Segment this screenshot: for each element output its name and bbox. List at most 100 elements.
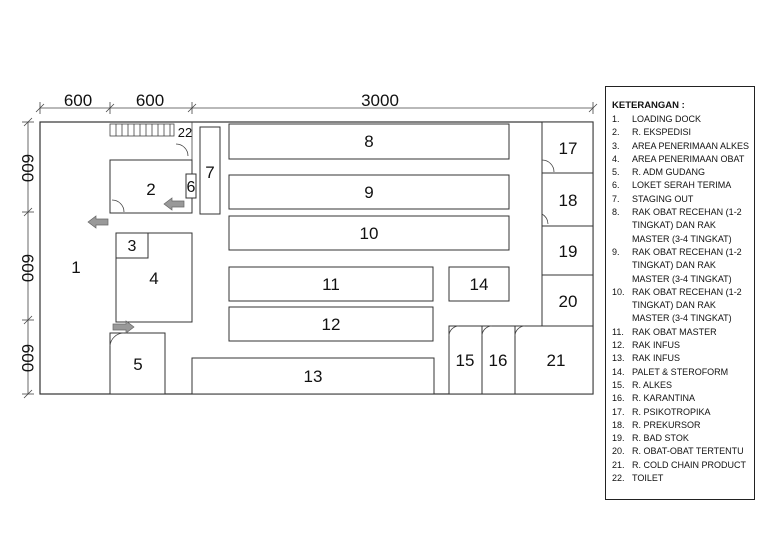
legend-item-text: RAK INFUS: [632, 340, 681, 351]
legend-item-number: 16.: [612, 393, 625, 404]
legend-item-text: PALET & STEROFORM: [632, 366, 729, 377]
legend-item-text: RAK INFUS: [632, 353, 681, 364]
room-2-label: 2: [146, 180, 155, 199]
legend-item-number: 10.: [612, 286, 625, 297]
room-12: [228, 306, 434, 342]
legend-item-number: 5.: [612, 167, 620, 178]
room-18: [541, 172, 594, 227]
legend-item: 16. R. KARANTINA: [612, 392, 750, 405]
room-11: [228, 266, 434, 302]
legend-item: 15.R. ALKES: [612, 379, 750, 392]
legend-item-number: 1.: [612, 114, 620, 124]
room-13: [191, 357, 435, 395]
top-dimension-line: [35, 102, 598, 114]
room-14-label: 14: [470, 275, 489, 294]
legend-item-number: 17.: [612, 406, 625, 417]
dim-left-1: 600: [18, 154, 37, 182]
legend-item-number: 8.: [612, 207, 620, 218]
room-10: [228, 215, 510, 251]
room-4-label: 4: [149, 269, 158, 288]
legend-item: 1. LOADING DOCK: [612, 113, 750, 126]
room-15: [448, 325, 483, 395]
room-7: [199, 126, 221, 215]
room-9-label: 9: [364, 183, 373, 202]
legend-item: 20.R. OBAT-OBAT TERTENTU: [612, 445, 750, 458]
legend-title: KETERANGAN :: [612, 100, 685, 111]
legend-item-text: R. COLD CHAIN PRODUCT: [632, 459, 747, 470]
room-6: [185, 173, 197, 199]
dim-left-3: 600: [18, 344, 37, 372]
arrow-left-icon: [87, 215, 109, 229]
legend-item-text: R. PSIKOTROPIKA: [632, 406, 711, 417]
room-16-label: 16: [489, 351, 508, 370]
legend-item-text: R. PREKURSOR: [632, 419, 701, 430]
room-18-label: 18: [559, 191, 578, 210]
legend-item: 14. PALET & STEROFORM: [612, 366, 750, 379]
legend-item: 19.R. BAD STOK: [612, 432, 750, 445]
legend-item: 8. RAK OBAT RECEHAN (1-2 TINGKAT) DAN RAK…: [612, 206, 750, 246]
legend-item-number: 11.: [612, 326, 624, 337]
room-15-label: 15: [456, 351, 475, 370]
dim-left-2: 600: [18, 254, 37, 282]
room-8: [228, 123, 510, 160]
room-19-label: 19: [559, 242, 578, 261]
room-1-label: 1: [71, 258, 80, 277]
legend-item-number: 15.: [612, 379, 625, 390]
arrow-left-icon: [163, 197, 185, 211]
room-20-label: 20: [559, 292, 578, 311]
legend-item-text: LOADING DOCK: [632, 114, 702, 124]
legend-item: 17. R. PSIKOTROPIKA: [612, 406, 750, 419]
room-13-label: 13: [304, 367, 323, 386]
legend-item-text: RAK OBAT MASTER: [632, 326, 717, 337]
legend-item-number: 2.: [612, 127, 620, 138]
room-22-label: 22: [178, 125, 192, 140]
legend-item-number: 22.: [612, 473, 625, 484]
legend-item-number: 14.: [612, 366, 625, 377]
room-3: [115, 232, 149, 259]
legend-item-text: LOKET SERAH TERIMA: [632, 180, 732, 191]
legend-item-text: R. BAD STOK: [632, 433, 689, 444]
legend-item-text: R. ADM GUDANG: [632, 167, 706, 178]
legend-item: 21.R. COLD CHAIN PRODUCT: [612, 459, 750, 472]
legend-item: 3.AREA PENERIMAAN ALKES: [612, 140, 750, 153]
legend-item-number: 18.: [612, 419, 625, 430]
legend-item: 9.RAK OBAT RECEHAN (1-2 TINGKAT) DAN RAK…: [612, 246, 750, 286]
legend-item: 7.STAGING OUT: [612, 193, 750, 206]
legend-item: 10.RAK OBAT RECEHAN (1-2 TINGKAT) DAN RA…: [612, 286, 750, 326]
legend-item-number: 6.: [612, 180, 620, 191]
dim-top-3: 3000: [361, 91, 399, 110]
legend-item: 5. R. ADM GUDANG: [612, 166, 750, 179]
room-21: [514, 325, 594, 395]
room-9: [228, 174, 510, 210]
room-17: [541, 121, 594, 174]
legend-item-text: R. KARANTINA: [632, 393, 696, 404]
room-10-label: 10: [360, 224, 379, 243]
room-12-label: 12: [322, 315, 341, 334]
legend-item-number: 12.: [612, 340, 625, 351]
legend-item: 22. TOILET: [612, 472, 750, 485]
room-17-label: 17: [559, 139, 578, 158]
legend-item-text: TOILET: [632, 473, 664, 484]
room-7-label: 7: [205, 163, 214, 182]
arrow-right-icon: [112, 320, 135, 334]
legend-item-number: 7.: [612, 193, 620, 204]
legend-item: 12. RAK INFUS: [612, 339, 750, 352]
room-8-label: 8: [364, 132, 373, 151]
legend-item-number: 9.: [612, 246, 620, 257]
room-14: [448, 266, 510, 302]
room-21-label: 21: [547, 351, 566, 370]
legend-item-text: R. OBAT-OBAT TERTENTU: [632, 446, 744, 457]
legend-item: 18. R. PREKURSOR: [612, 419, 750, 432]
legend-item: 11. RAK OBAT MASTER: [612, 326, 750, 339]
stairs: [109, 123, 175, 137]
dim-top-2: 600: [136, 91, 164, 110]
legend-item-text: RAK OBAT RECEHAN (1-2 TINGKAT) DAN RAK M…: [632, 207, 742, 244]
room-11-label: 11: [322, 275, 340, 294]
legend-item: 6. LOKET SERAH TERIMA: [612, 179, 750, 192]
legend-item: 13. RAK INFUS: [612, 352, 750, 365]
left-dimension-line: [22, 117, 34, 399]
legend-item-number: 13.: [612, 353, 625, 364]
dim-top-1: 600: [64, 91, 92, 110]
legend-item: 4.AREA PENERIMAAN OBAT: [612, 153, 750, 166]
